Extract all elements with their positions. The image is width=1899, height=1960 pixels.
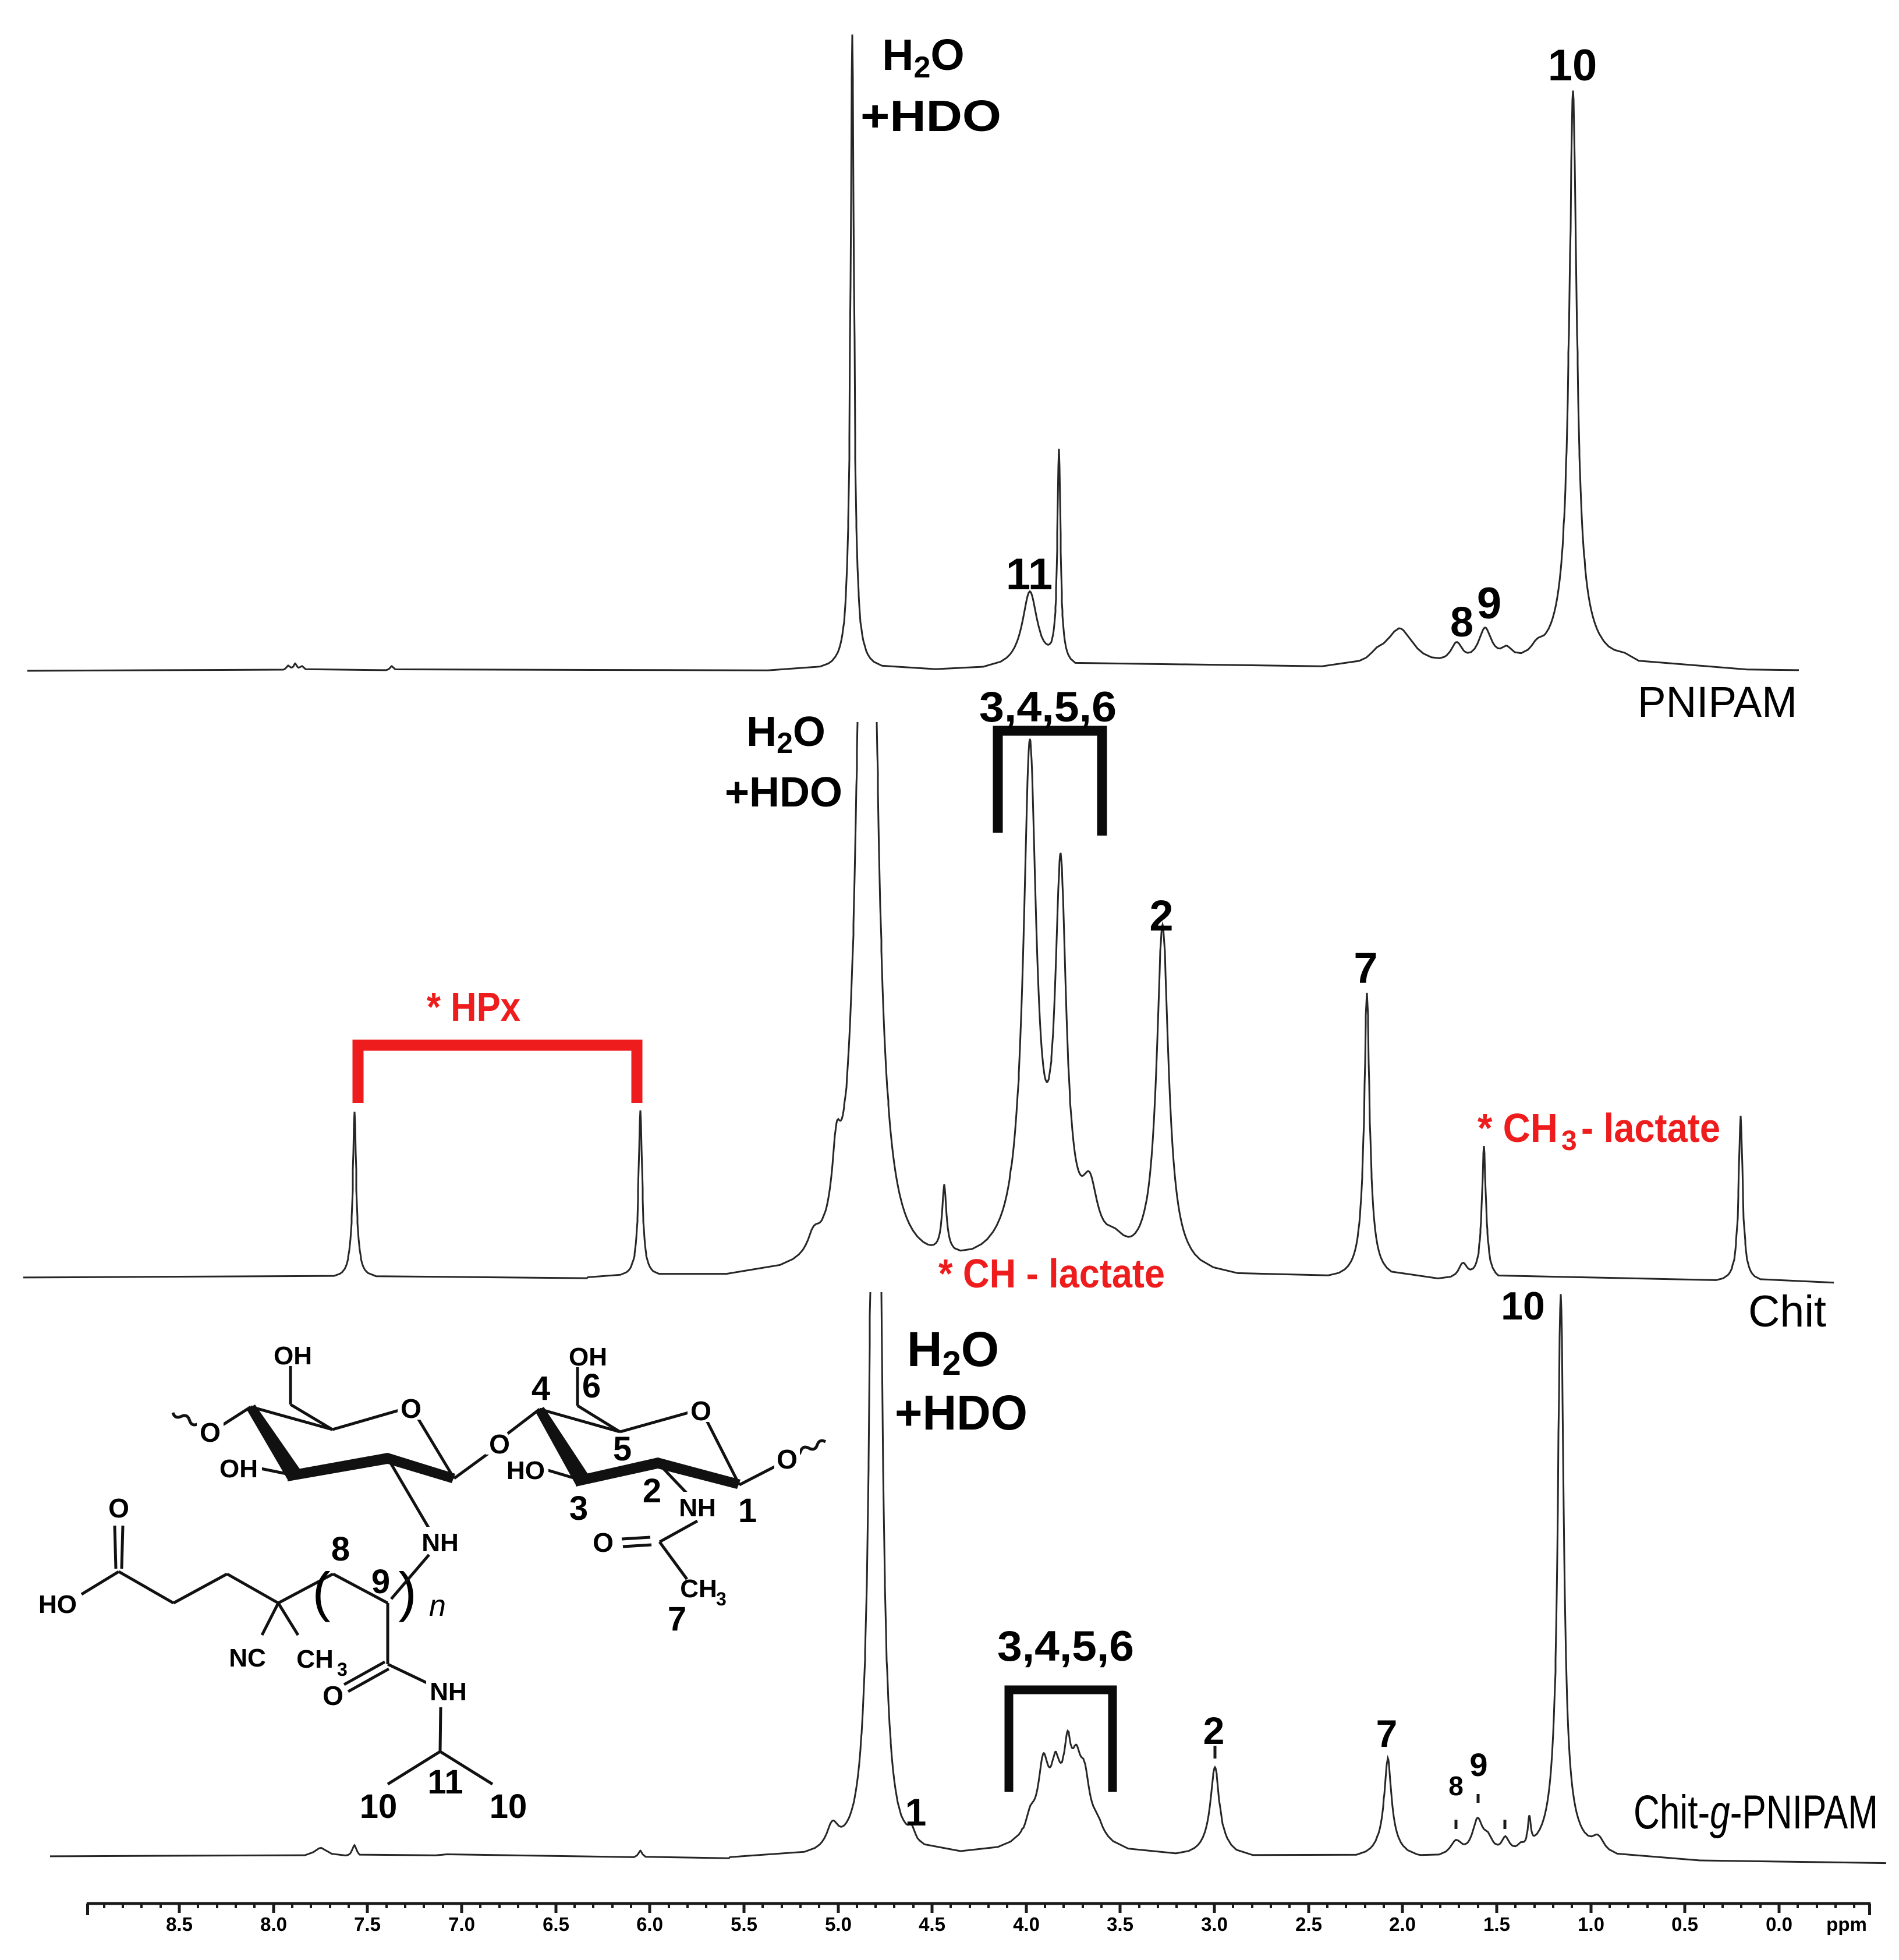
svg-text:7: 7 — [1354, 944, 1377, 992]
svg-text:O: O — [489, 1429, 510, 1459]
svg-text:5.0: 5.0 — [825, 1913, 852, 1935]
svg-text:11: 11 — [427, 1763, 463, 1801]
svg-text:Chit-g-PNIPAM: Chit-g-PNIPAM — [1634, 1786, 1878, 1839]
svg-text:8: 8 — [1448, 1771, 1464, 1801]
svg-text:* CH: * CH — [1478, 1105, 1558, 1151]
svg-text:1.0: 1.0 — [1578, 1913, 1604, 1935]
svg-text:10: 10 — [490, 1788, 527, 1825]
svg-text:10: 10 — [1501, 1284, 1545, 1328]
svg-text:6.0: 6.0 — [636, 1913, 663, 1935]
svg-text:CH: CH — [680, 1575, 717, 1603]
svg-text:8: 8 — [331, 1530, 350, 1568]
svg-text:H2O: H2O — [907, 1322, 999, 1382]
svg-text:OH: OH — [219, 1455, 258, 1483]
svg-text:1: 1 — [738, 1492, 757, 1530]
svg-text:5: 5 — [613, 1430, 632, 1468]
svg-text:ppm: ppm — [1826, 1913, 1867, 1935]
svg-text:9: 9 — [1477, 579, 1501, 628]
svg-text:8.5: 8.5 — [166, 1913, 193, 1935]
svg-text:7: 7 — [668, 1600, 686, 1638]
svg-text:3: 3 — [716, 1588, 727, 1609]
svg-text:HO: HO — [506, 1456, 545, 1485]
svg-text:(: ( — [312, 1561, 330, 1622]
svg-text:4.5: 4.5 — [919, 1913, 945, 1935]
svg-text:2: 2 — [643, 1472, 661, 1510]
svg-text:3: 3 — [1561, 1126, 1577, 1156]
svg-text:NH: NH — [421, 1529, 459, 1557]
svg-text:2: 2 — [1203, 1709, 1225, 1752]
svg-text:3,4,5,6: 3,4,5,6 — [979, 684, 1117, 731]
svg-text:O: O — [777, 1444, 798, 1474]
svg-text:+HDO: +HDO — [725, 769, 842, 816]
svg-text:7.0: 7.0 — [448, 1913, 475, 1935]
svg-text:3,4,5,6: 3,4,5,6 — [997, 1623, 1134, 1670]
svg-text:3.5: 3.5 — [1107, 1913, 1133, 1935]
svg-text:3.0: 3.0 — [1201, 1913, 1228, 1935]
svg-text:* CH - lactate: * CH - lactate — [938, 1251, 1165, 1296]
svg-text:NC: NC — [229, 1644, 266, 1672]
svg-text:1.5: 1.5 — [1483, 1913, 1510, 1935]
svg-text:O: O — [690, 1396, 711, 1426]
svg-text:NH: NH — [430, 1678, 467, 1706]
svg-text:4.0: 4.0 — [1013, 1913, 1040, 1935]
svg-text:8.0: 8.0 — [260, 1913, 287, 1935]
svg-text:6: 6 — [582, 1367, 601, 1405]
svg-text:- lactate: - lactate — [1581, 1105, 1720, 1151]
svg-text:0.5: 0.5 — [1671, 1913, 1698, 1935]
svg-text:4: 4 — [532, 1370, 550, 1407]
svg-text:* HPx: * HPx — [427, 984, 520, 1029]
svg-text:2: 2 — [1149, 891, 1173, 940]
svg-text:5.5: 5.5 — [731, 1913, 757, 1935]
svg-text:HO: HO — [38, 1590, 77, 1619]
svg-text:Chit: Chit — [1748, 1287, 1826, 1336]
svg-text:9: 9 — [371, 1563, 390, 1601]
svg-text:NH: NH — [679, 1494, 716, 1522]
svg-text:8: 8 — [1450, 599, 1473, 646]
svg-text:PNIPAM: PNIPAM — [1638, 678, 1797, 726]
svg-text:O: O — [323, 1680, 343, 1711]
svg-text:9: 9 — [1469, 1746, 1487, 1783]
svg-text:10: 10 — [1548, 41, 1597, 90]
svg-text:1: 1 — [905, 1791, 927, 1834]
svg-text:2.0: 2.0 — [1389, 1913, 1416, 1935]
svg-text:OH: OH — [274, 1342, 312, 1370]
svg-text:7.5: 7.5 — [354, 1913, 381, 1935]
svg-text:6.5: 6.5 — [543, 1913, 569, 1935]
svg-text:OH: OH — [569, 1343, 607, 1371]
svg-text:11: 11 — [1006, 550, 1053, 599]
svg-text:n: n — [429, 1589, 446, 1623]
svg-text:0.0: 0.0 — [1766, 1913, 1792, 1935]
svg-text:2.5: 2.5 — [1295, 1913, 1322, 1935]
svg-text:+HDO: +HDO — [860, 91, 1001, 140]
svg-text:10: 10 — [360, 1788, 398, 1825]
svg-text:O: O — [401, 1393, 421, 1424]
svg-text:O: O — [108, 1493, 129, 1523]
svg-text:CH: CH — [296, 1645, 334, 1674]
svg-text:O: O — [200, 1417, 221, 1448]
svg-text:O: O — [593, 1527, 614, 1558]
svg-text:7: 7 — [1376, 1712, 1398, 1755]
svg-text:3: 3 — [569, 1490, 588, 1527]
svg-text:+HDO: +HDO — [895, 1385, 1028, 1440]
svg-text:3: 3 — [337, 1659, 348, 1680]
